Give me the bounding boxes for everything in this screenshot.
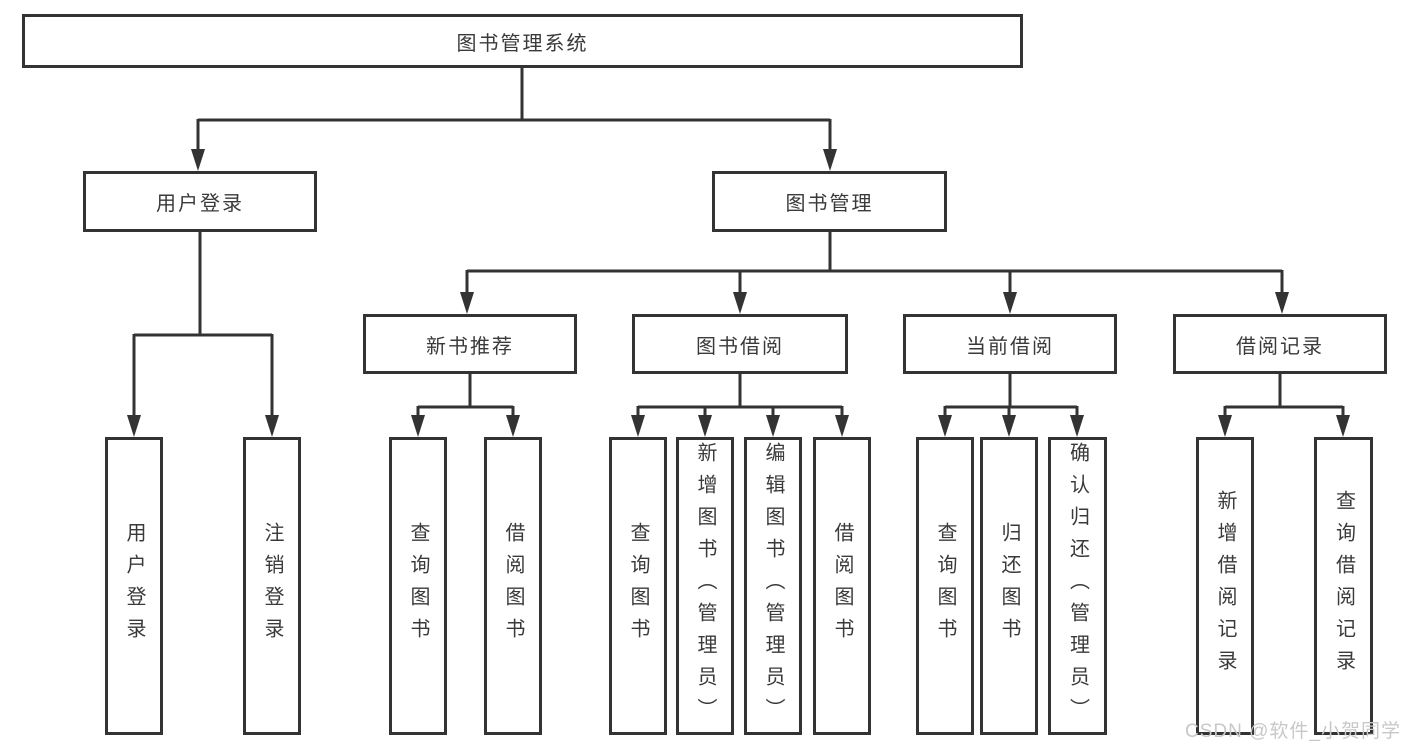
watermark-text: CSDN @软件_小贺同学 [1185, 721, 1401, 742]
leaf-logout: 注销登录 [243, 437, 301, 735]
leaf-query-book-2: 查询图书 [609, 437, 667, 735]
leaf-confirm-return-admin: 确认归还（管理员） [1048, 437, 1107, 735]
leaf-add-borrow-record: 新增借阅记录 [1196, 437, 1254, 735]
node-new-book-recommend: 新书推荐 [363, 314, 577, 374]
leaf-borrow-book-2: 借阅图书 [813, 437, 871, 735]
node-current-borrow: 当前借阅 [903, 314, 1117, 374]
leaf-edit-book-admin: 编辑图书（管理员） [744, 437, 802, 735]
leaf-return-book: 归还图书 [980, 437, 1038, 735]
node-library-system: 图书管理系统 [22, 14, 1023, 68]
leaf-user-login: 用户登录 [105, 437, 163, 735]
leaf-add-book-admin: 新增图书（管理员） [676, 437, 734, 735]
leaf-query-book-3: 查询图书 [916, 437, 974, 735]
leaf-query-book-1: 查询图书 [389, 437, 447, 735]
node-borrow-record: 借阅记录 [1173, 314, 1387, 374]
node-user-login: 用户登录 [83, 171, 317, 232]
leaf-borrow-book-1: 借阅图书 [484, 437, 542, 735]
node-book-management: 图书管理 [712, 171, 947, 232]
node-book-borrow: 图书借阅 [632, 314, 848, 374]
leaf-query-borrow-record: 查询借阅记录 [1314, 437, 1373, 735]
